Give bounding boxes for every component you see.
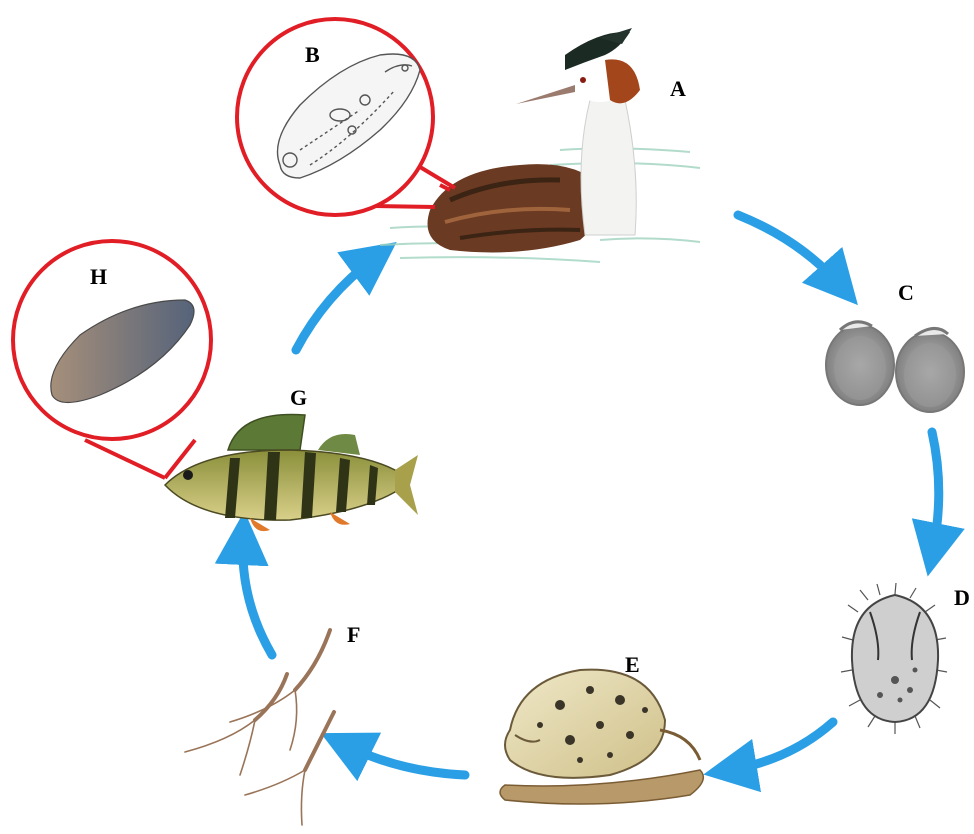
label-b: B [305,42,320,67]
snail-icon [500,670,703,804]
label-e: E [625,652,640,677]
cercariae-icon [185,630,334,825]
arrow-g-to-a [296,258,375,350]
callout-b [237,19,455,215]
label-d: D [954,585,970,610]
label-f: F [347,622,360,647]
label-g: G [290,385,307,410]
eggs-icon [826,322,964,412]
arrow-e-to-f [345,745,465,775]
arrow-a-to-c [738,215,840,285]
arrow-c-to-d [932,432,939,550]
label-a: A [670,76,686,101]
label-c: C [898,280,914,305]
miracidium-icon [841,583,947,734]
arrow-f-to-g [243,538,272,655]
arrow-d-to-e [730,722,833,770]
label-h: H [90,264,107,289]
perch-fish-icon [165,414,418,531]
callout-h [13,241,211,478]
